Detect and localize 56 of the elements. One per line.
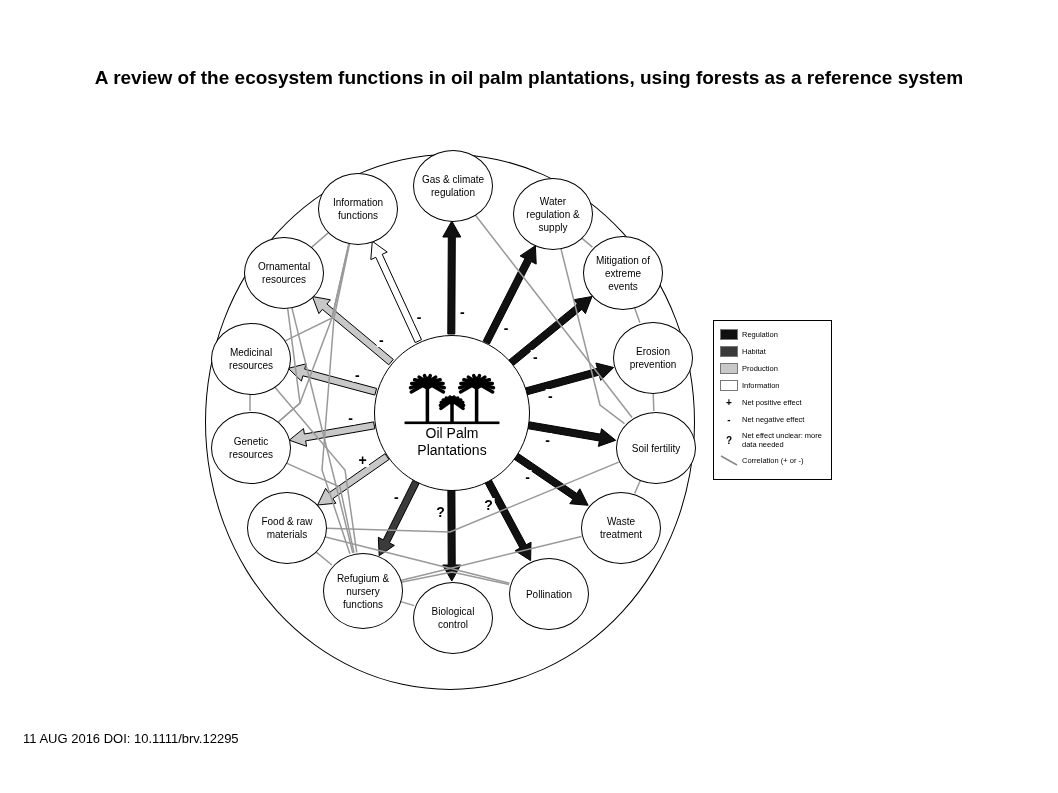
citation-text: 11 AUG 2016 DOI: 10.1111/brv.12295 bbox=[23, 731, 239, 746]
legend-symbol: + bbox=[725, 397, 733, 408]
correlation-line bbox=[652, 392, 655, 412]
function-ellipse: Refugium & nursery functions bbox=[323, 553, 403, 629]
function-ellipse: Biological control bbox=[413, 582, 493, 654]
node-label: Oil Palm Plantations bbox=[416, 424, 488, 460]
arrow bbox=[508, 296, 593, 366]
arrow bbox=[317, 453, 390, 506]
correlation-line bbox=[325, 461, 620, 533]
function-ellipse: Water regulation & supply bbox=[513, 178, 593, 250]
correlation-line bbox=[474, 213, 633, 419]
correlation-line bbox=[400, 571, 510, 586]
correlation-line bbox=[290, 306, 354, 554]
arrow bbox=[377, 479, 420, 557]
arrow bbox=[442, 220, 462, 335]
legend-symbol: - bbox=[726, 414, 732, 425]
effect-sign: ? bbox=[482, 498, 495, 513]
function-ellipse: Soil fertility bbox=[616, 412, 696, 484]
arrow bbox=[482, 245, 537, 345]
correlation-line bbox=[249, 393, 251, 412]
arrow bbox=[311, 296, 394, 366]
arrow bbox=[524, 362, 615, 396]
correlation-line bbox=[399, 535, 583, 582]
function-ellipse: Waste treatment bbox=[581, 492, 661, 564]
correlation-line bbox=[314, 550, 333, 566]
correlation-line bbox=[633, 479, 642, 495]
function-ellipse: Gas & climate regulation bbox=[413, 150, 493, 222]
function-ellipse: Pollination bbox=[509, 558, 589, 630]
correlation-line bbox=[580, 236, 594, 248]
correlation-line bbox=[277, 307, 301, 423]
correlation-line bbox=[285, 462, 355, 554]
function-ellipse: Mitigation of extreme events bbox=[583, 236, 663, 310]
correlation-line bbox=[399, 600, 415, 607]
function-ellipse: Erosion prevention bbox=[613, 322, 693, 394]
title: A review of the ecosystem functions in oil palm plantations, using forests as a reference system bbox=[93, 66, 965, 90]
function-ellipse: Ornamental resources bbox=[244, 237, 324, 309]
effect-sign: ? bbox=[434, 505, 447, 520]
correlation-line bbox=[323, 535, 511, 585]
effect-sign: + bbox=[356, 453, 369, 468]
legend-symbol: ? bbox=[724, 434, 734, 446]
arrow bbox=[370, 240, 422, 344]
arrow bbox=[287, 363, 378, 396]
arrow bbox=[484, 478, 532, 562]
arrow bbox=[288, 421, 376, 447]
function-ellipse: Information functions bbox=[318, 173, 398, 245]
arrow bbox=[526, 421, 617, 447]
correlation-line bbox=[633, 306, 641, 324]
correlation-line bbox=[311, 232, 329, 248]
arrow bbox=[442, 489, 462, 582]
function-ellipse: Genetic resources bbox=[211, 412, 291, 484]
function-ellipse: Medicinal resources bbox=[211, 323, 291, 395]
correlation-line bbox=[560, 247, 626, 425]
correlation-line bbox=[321, 242, 351, 555]
correlation-line bbox=[273, 385, 358, 554]
function-ellipse: Food & raw materials bbox=[247, 492, 327, 564]
arrow bbox=[513, 452, 589, 506]
